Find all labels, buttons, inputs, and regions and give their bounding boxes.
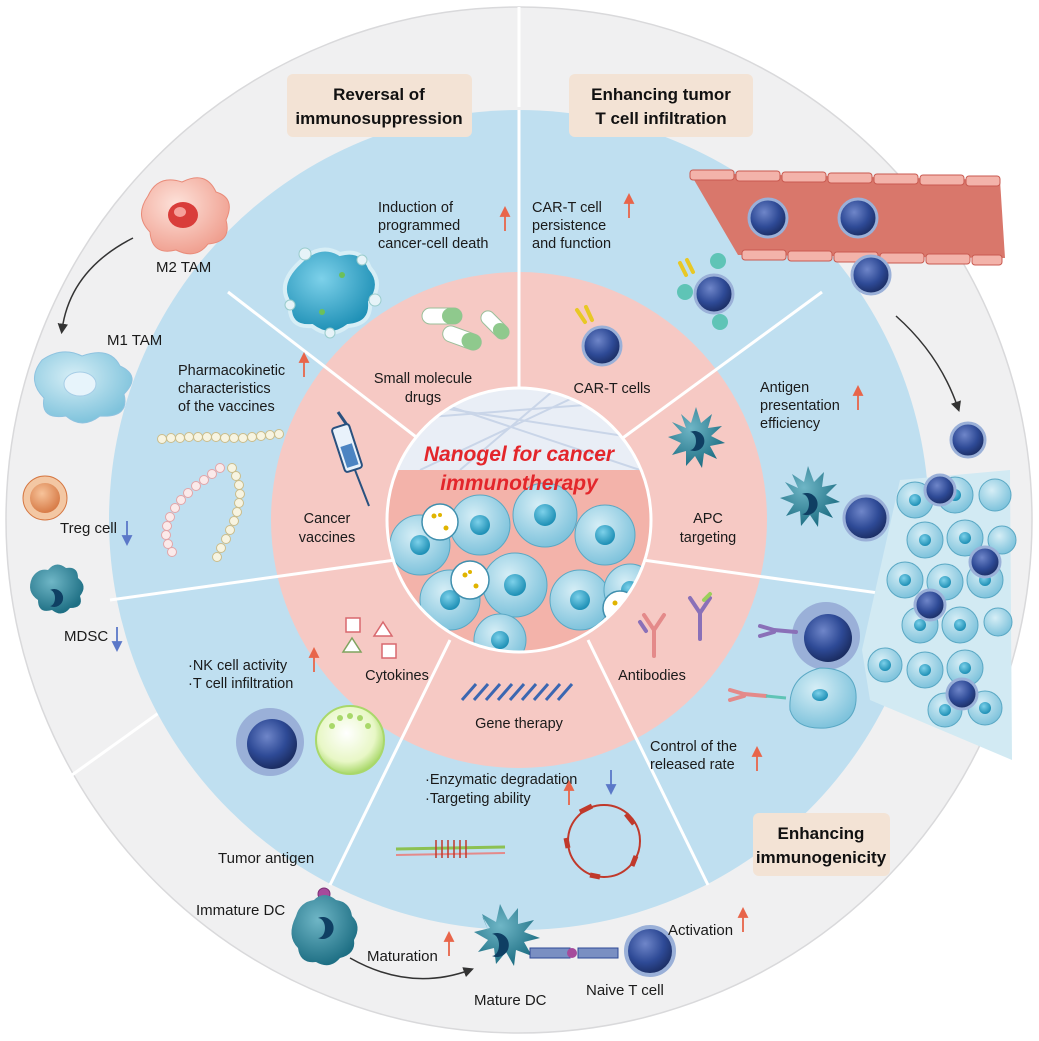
label-treg: Treg cell xyxy=(60,520,117,537)
maturation-arrow xyxy=(349,957,474,980)
antibody-icon xyxy=(638,592,712,658)
label-pharmacokinetic-1: Pharmacokinetic xyxy=(178,363,285,379)
nk-t-cell-icon xyxy=(236,705,385,776)
label-immature-dc: Immature DC xyxy=(196,902,285,919)
header-immunogenicity: Enhancing immunogenicity xyxy=(753,813,890,876)
apc-dendritic-icon xyxy=(668,407,725,468)
label-antibodies: Antibodies xyxy=(618,668,686,684)
naive-t-cell-icon xyxy=(624,925,676,977)
syringe-icon xyxy=(331,411,370,507)
header-reversal-line1: Reversal of xyxy=(333,85,425,104)
tumor-cell-cluster xyxy=(389,482,650,651)
label-programmed-death-2: programmed xyxy=(378,218,460,234)
sirna-icon xyxy=(395,840,506,858)
label-gene-therapy: Gene therapy xyxy=(475,716,564,732)
label-apc-1: APC xyxy=(693,511,723,527)
header-infiltration: Enhancing tumor T cell infiltration xyxy=(569,74,753,137)
dying-cancer-cell-icon xyxy=(282,247,382,339)
label-antigen-presentation-2: presentation xyxy=(760,398,840,414)
down-arrow-icon xyxy=(111,521,617,796)
label-vaccines-2: vaccines xyxy=(299,530,355,546)
header-reversal: Reversal of immunosuppression xyxy=(287,74,472,137)
car-t-cell-icon xyxy=(575,305,623,367)
label-pharmacokinetic-3: of the vaccines xyxy=(178,399,275,415)
extravasation-arrow xyxy=(895,315,961,412)
mature-dc-icon xyxy=(474,904,540,966)
t-cell-in-vessel-icon xyxy=(747,197,892,296)
label-car-t-persistence-2: persistence xyxy=(532,218,606,234)
label-programmed-death-1: Induction of xyxy=(378,200,454,216)
up-arrow-icon xyxy=(298,192,864,956)
label-released-rate-2: released rate xyxy=(650,757,735,773)
mdsc-icon xyxy=(30,564,84,614)
header-reversal-line2: immunosuppression xyxy=(295,109,462,128)
plasmid-icon xyxy=(563,803,641,880)
label-nk-activity-1: ·NK cell activity xyxy=(188,658,288,674)
label-naive-t-cell: Naive T cell xyxy=(586,982,664,999)
dna-icon xyxy=(460,683,574,701)
vaccine-bead-chain-pink-icon xyxy=(161,463,225,557)
label-m1-tam: M1 TAM xyxy=(107,332,162,349)
header-immunogenicity-line1: Enhancing xyxy=(778,824,865,843)
label-cytokines: Cytokines xyxy=(365,668,429,684)
m2-tam-icon xyxy=(141,177,230,255)
label-m2-tam: M2 TAM xyxy=(156,259,211,276)
label-enzymatic-2: ·Targeting ability xyxy=(425,791,531,807)
infiltrating-t-cell-icon xyxy=(949,421,987,459)
cytokine-shapes-icon xyxy=(341,617,397,659)
label-nk-activity-2: ·T cell infiltration xyxy=(188,676,293,692)
label-car-t-cells: CAR-T cells xyxy=(573,381,650,397)
immature-dc-icon xyxy=(291,895,358,966)
vaccine-bead-chain-icon xyxy=(157,429,284,562)
label-antigen-presentation-1: Antigen xyxy=(760,380,809,396)
pill-icon xyxy=(421,307,510,351)
center-title-line1: Nanogel for cancer xyxy=(424,443,616,466)
label-activation: Activation xyxy=(668,922,733,939)
polarization-arrow xyxy=(57,237,134,335)
synapse-link-icon xyxy=(529,947,619,959)
label-mdsc: MDSC xyxy=(64,628,108,645)
header-immunogenicity-line2: immunogenicity xyxy=(756,848,887,867)
label-released-rate-1: Control of the xyxy=(650,739,737,755)
label-vaccines-1: Cancer xyxy=(304,511,351,527)
label-tumor-antigen: Tumor antigen xyxy=(218,850,314,867)
treg-cell-icon xyxy=(22,475,68,521)
label-programmed-death-3: cancer-cell death xyxy=(378,236,488,252)
header-infiltration-line2: T cell infiltration xyxy=(595,109,726,128)
tumor-tissue xyxy=(862,470,1017,760)
center-title-line2: immunotherapy xyxy=(440,472,599,495)
dc-t-cell-interaction-icon xyxy=(780,466,890,542)
label-car-t-persistence-3: and function xyxy=(532,236,611,252)
label-small-molecule-2: drugs xyxy=(405,390,441,406)
m1-tam-icon xyxy=(34,351,133,424)
label-car-t-persistence-1: CAR-T cell xyxy=(532,200,602,216)
label-small-molecule-1: Small molecule xyxy=(374,371,472,387)
label-maturation: Maturation xyxy=(367,948,438,965)
label-antigen-presentation-3: efficiency xyxy=(760,416,821,432)
label-mature-dc: Mature DC xyxy=(474,992,547,1009)
header-infiltration-line1: Enhancing tumor xyxy=(591,85,731,104)
antibody-cell-binding-icon xyxy=(728,602,860,729)
label-pharmacokinetic-2: characteristics xyxy=(178,381,271,397)
label-enzymatic-1: ·Enzymatic degradation xyxy=(425,772,577,788)
car-t-persistence-icon xyxy=(677,253,735,330)
label-apc-2: targeting xyxy=(680,530,736,546)
